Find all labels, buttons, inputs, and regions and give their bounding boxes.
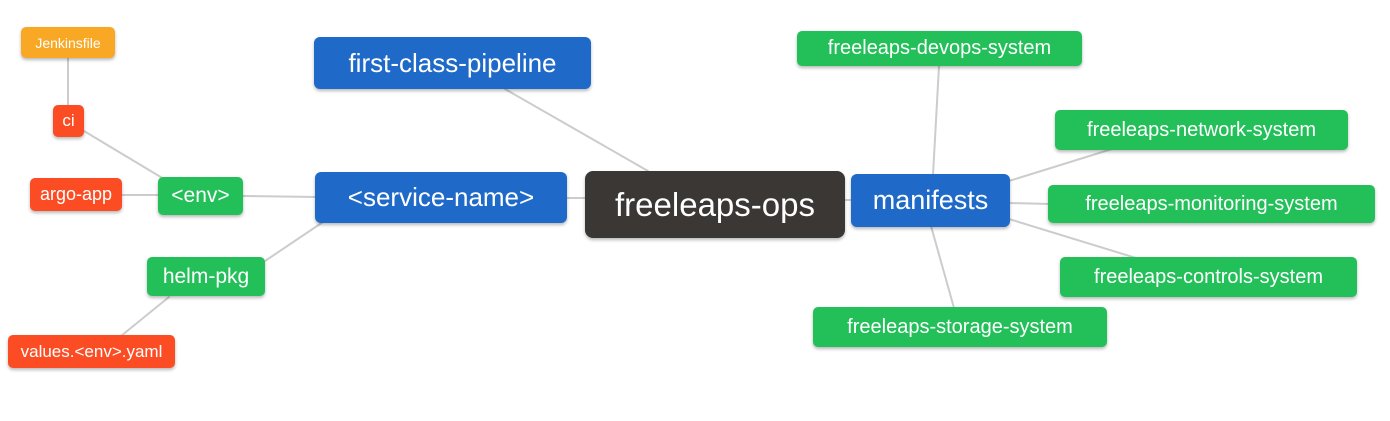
node-ci[interactable]: ci xyxy=(53,105,84,137)
node-helm-pkg[interactable]: helm-pkg xyxy=(147,257,265,296)
connector-helm-pkg-service-name xyxy=(264,221,324,262)
node-jenkinsfile[interactable]: Jenkinsfile xyxy=(21,27,115,58)
node-freeleaps-devops-system[interactable]: freeleaps-devops-system xyxy=(797,31,1082,66)
node-freeleaps-controls-system[interactable]: freeleaps-controls-system xyxy=(1060,257,1357,297)
node-argo-app[interactable]: argo-app xyxy=(30,178,122,211)
node-env[interactable]: <env> xyxy=(158,177,243,215)
connector-ci-env xyxy=(83,130,165,180)
node-service-name[interactable]: <service-name> xyxy=(315,172,567,223)
connector-env-service-name xyxy=(242,195,318,198)
connector-manifests-storage xyxy=(930,225,955,309)
node-manifests[interactable]: manifests xyxy=(851,174,1010,227)
node-first-class-pipeline[interactable]: first-class-pipeline xyxy=(314,37,591,89)
connector-manifests-monitoring xyxy=(1008,202,1051,205)
connector-manifests-network xyxy=(1008,148,1113,182)
connector-pipeline-ops xyxy=(504,88,649,172)
connector-manifests-devops xyxy=(932,65,940,176)
node-freeleaps-ops-root[interactable]: freeleaps-ops xyxy=(585,171,845,238)
node-freeleaps-monitoring-system[interactable]: freeleaps-monitoring-system xyxy=(1048,185,1375,223)
connector-values-helm-pkg xyxy=(120,296,170,337)
node-freeleaps-storage-system[interactable]: freeleaps-storage-system xyxy=(813,307,1107,347)
connector-manifests-controls xyxy=(1008,218,1137,259)
node-freeleaps-network-system[interactable]: freeleaps-network-system xyxy=(1055,110,1348,150)
node-values-env-yaml[interactable]: values.<env>.yaml xyxy=(8,335,175,368)
